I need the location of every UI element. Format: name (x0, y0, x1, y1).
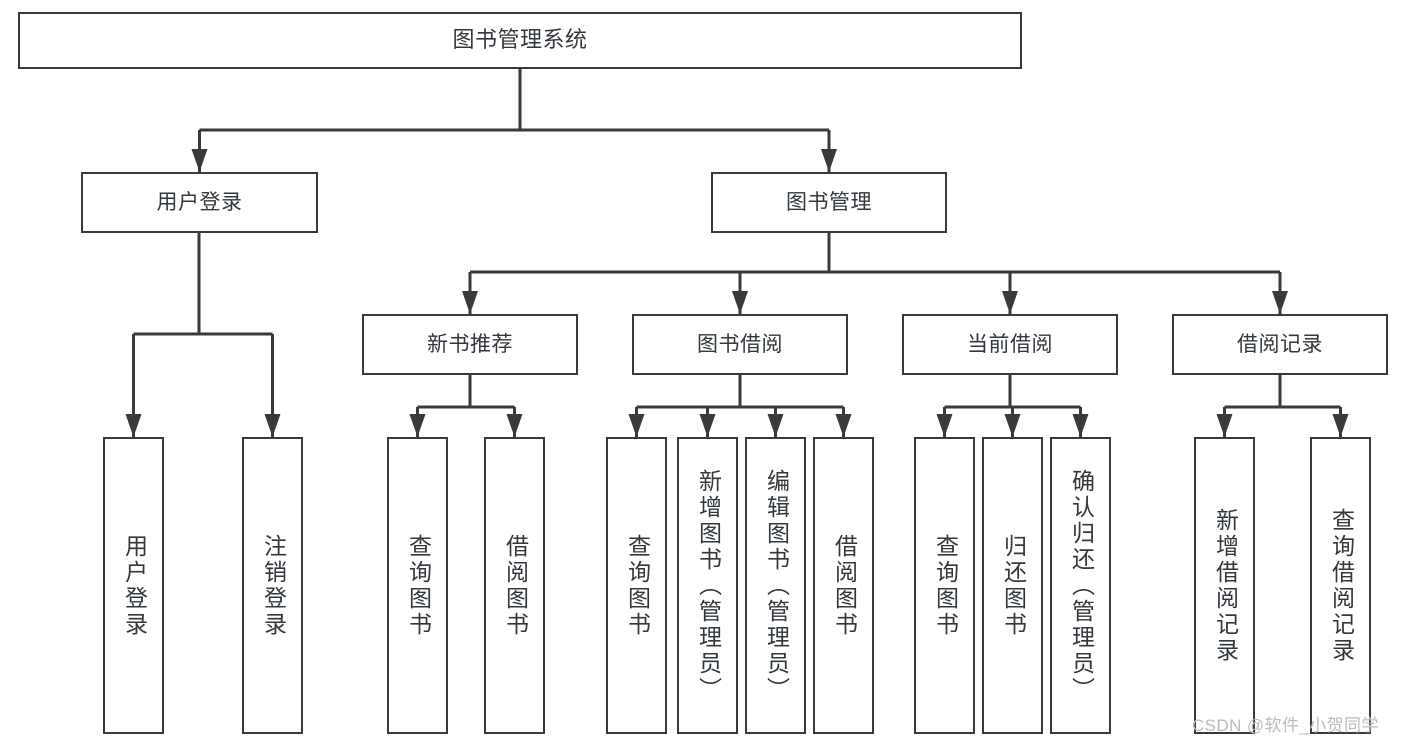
leaf-query-books-borrow[interactable]: 查询图书 (606, 437, 667, 734)
leaf-confirm-return-admin[interactable]: 确认归还（管理员） (1050, 437, 1111, 734)
node-label: 借阅记录 (1237, 332, 1323, 356)
node-label: 确认归还（管理员） (1068, 468, 1095, 703)
node-label: 查询图书 (932, 533, 959, 638)
node-label: 新增图书（管理员） (695, 468, 722, 703)
node-label: 图书管理 (786, 190, 872, 214)
node-label: 用户登录 (156, 190, 243, 214)
leaf-query-borrow-record[interactable]: 查询借阅记录 (1310, 437, 1371, 734)
leaf-logout[interactable]: 注销登录 (242, 437, 303, 734)
leaf-query-books-current[interactable]: 查询图书 (914, 437, 975, 734)
node-label: 查询图书 (624, 533, 651, 638)
leaf-query-books-recommend[interactable]: 查询图书 (387, 437, 448, 734)
node-label: 注销登录 (260, 533, 287, 638)
node-label: 图书管理系统 (452, 27, 588, 53)
node-borrow-records[interactable]: 借阅记录 (1172, 314, 1388, 375)
node-book-borrow[interactable]: 图书借阅 (632, 314, 848, 375)
node-current-borrow[interactable]: 当前借阅 (902, 314, 1118, 375)
node-label: 当前借阅 (967, 332, 1053, 356)
leaf-user-login[interactable]: 用户登录 (103, 437, 164, 734)
node-label: 借阅图书 (831, 533, 858, 638)
node-label: 查询图书 (405, 533, 432, 638)
node-user-login[interactable]: 用户登录 (81, 172, 318, 233)
node-label: 借阅图书 (502, 533, 529, 638)
leaf-edit-book-admin[interactable]: 编辑图书（管理员） (745, 437, 806, 734)
node-new-book-recommend[interactable]: 新书推荐 (362, 314, 578, 375)
node-label: 用户登录 (121, 533, 148, 638)
node-book-management[interactable]: 图书管理 (711, 172, 947, 233)
leaf-add-borrow-record[interactable]: 新增借阅记录 (1194, 437, 1255, 734)
leaf-add-book-admin[interactable]: 新增图书（管理员） (677, 437, 738, 734)
node-label: 查询借阅记录 (1328, 507, 1355, 664)
leaf-return-book[interactable]: 归还图书 (982, 437, 1043, 734)
node-root[interactable]: 图书管理系统 (18, 12, 1022, 69)
watermark: CSDN @软件_小贺同学 (1192, 716, 1379, 735)
node-label: 新增借阅记录 (1212, 507, 1239, 664)
node-label: 图书借阅 (697, 332, 783, 356)
node-label: 新书推荐 (427, 332, 513, 356)
node-label: 编辑图书（管理员） (763, 468, 790, 703)
leaf-borrow-book[interactable]: 借阅图书 (813, 437, 874, 734)
node-label: 归还图书 (1000, 533, 1027, 638)
leaf-borrow-books-recommend[interactable]: 借阅图书 (484, 437, 545, 734)
